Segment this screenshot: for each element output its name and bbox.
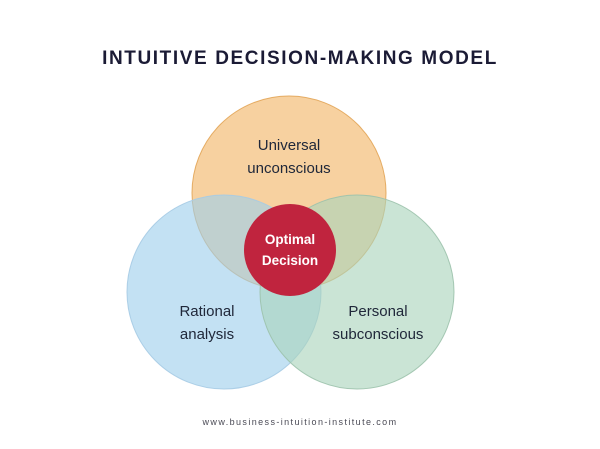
personal-label-line2: subconscious [332,326,424,343]
rational-label-line1: Rational [179,303,235,320]
personal-label-line1: Personal [348,303,408,320]
universal-unconscious-label: Universal unconscious [214,134,364,180]
personal-subconscious-label: Personal subconscious [303,300,453,346]
universal-label-line2: unconscious [247,160,331,177]
center-label-line2: Decision [261,253,319,268]
rational-label-line2: analysis [179,326,235,343]
website-url: www.business-intuition-institute.com [202,417,398,427]
page-title: INTUITIVE DECISION-MAKING MODEL [102,48,498,69]
universal-label-line1: Universal [257,137,321,154]
optimal-decision-label: Optimal Decision [245,229,335,271]
center-label-line1: Optimal [264,232,316,247]
rational-analysis-label: Rational analysis [132,300,282,346]
optimal-decision-circle [244,204,336,296]
